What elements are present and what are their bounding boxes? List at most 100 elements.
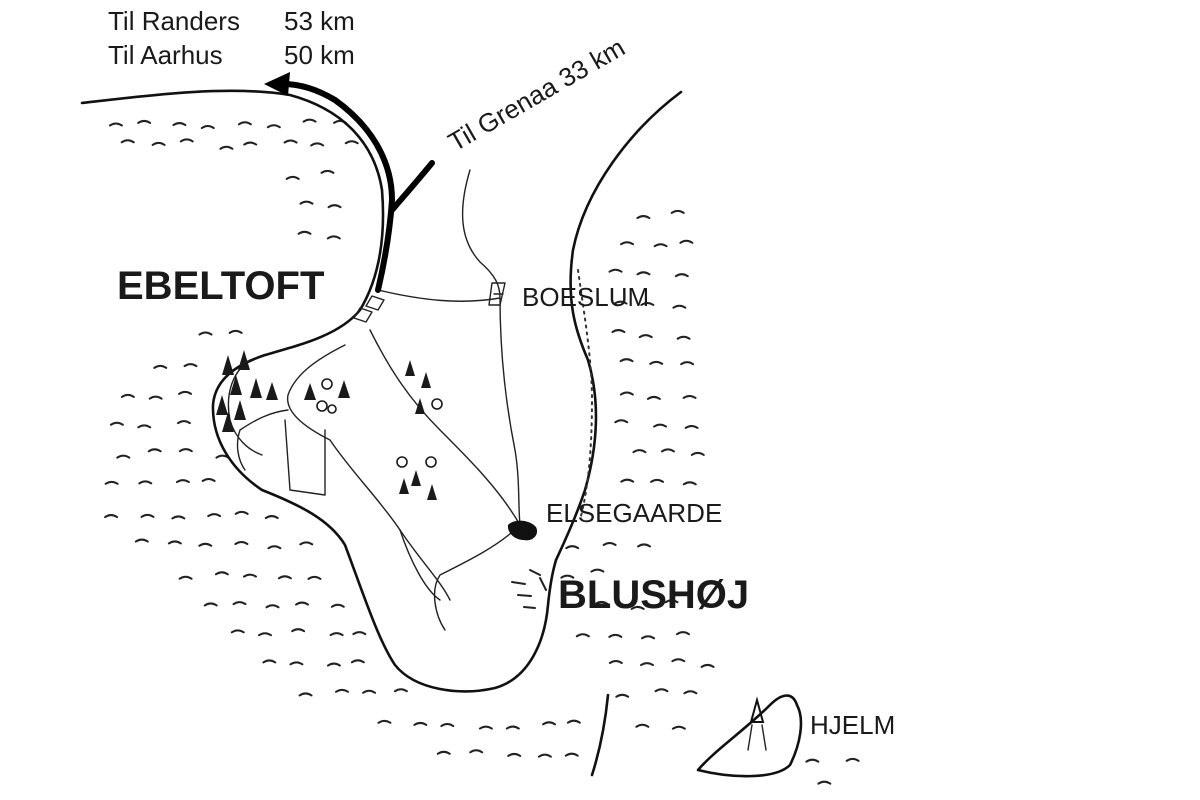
wave-mark [335, 688, 350, 693]
forest-trees [216, 350, 437, 500]
wave-mark [330, 603, 345, 608]
wave-mark [283, 139, 298, 144]
road-elsegaarde-south [433, 524, 521, 631]
wave-mark [564, 752, 579, 757]
hjelm-island-outline [696, 694, 803, 778]
blushoj-mound-hatching [511, 569, 547, 609]
wave-mark [700, 663, 715, 668]
wave-mark [153, 364, 168, 369]
wave-mark [134, 538, 149, 543]
wave-mark [198, 331, 213, 336]
wave-mark [590, 568, 605, 573]
wave-mark [566, 719, 581, 724]
wave-mark [575, 633, 590, 638]
wave-mark [440, 723, 455, 728]
label-randers-distance: 53 km [284, 6, 355, 36]
main-route-to-randers-aarhus [280, 81, 395, 293]
wave-mark [277, 575, 292, 580]
wave-mark [228, 329, 243, 334]
wave-mark [230, 629, 245, 634]
elsegaarde-village-mark [507, 520, 538, 541]
place-label-ebeltoft: EBELTOFT [117, 264, 324, 308]
wave-mark [176, 420, 191, 425]
wave-mark [175, 479, 190, 484]
wave-mark [147, 448, 162, 453]
wave-mark [611, 329, 626, 334]
wave-mark [326, 662, 341, 667]
wave-mark [817, 780, 832, 785]
wave-mark [151, 141, 166, 146]
wave-mark [201, 478, 216, 483]
wave-mark [654, 688, 669, 693]
wave-mark [650, 478, 665, 483]
wave-mark [237, 121, 252, 126]
wave-mark [234, 541, 249, 546]
wave-mark [262, 659, 277, 664]
coastline-east [554, 90, 683, 562]
wave-mark [649, 360, 664, 365]
wave-mark [664, 599, 679, 604]
wave-mark [214, 571, 229, 576]
place-label-hjelm: HJELM [810, 710, 895, 740]
coastline-fragment [590, 693, 610, 777]
wave-mark [183, 363, 198, 368]
wave-mark [640, 301, 655, 306]
wave-mark [615, 693, 630, 698]
wave-mark [179, 138, 194, 143]
wave-mark [377, 719, 392, 724]
wave-mark [299, 541, 314, 546]
wave-mark [680, 361, 695, 366]
wave-mark [638, 334, 653, 339]
wave-mark [327, 204, 342, 209]
wave-mark [676, 335, 691, 340]
wave-mark [291, 628, 306, 633]
wave-mark [167, 540, 182, 545]
wave-mark [478, 725, 493, 730]
wave-mark [641, 635, 656, 640]
wave-mark [362, 689, 377, 694]
wave-mark [326, 235, 341, 240]
wave-mark [329, 632, 344, 637]
wave-mark [805, 758, 820, 763]
wave-mark [672, 304, 687, 309]
wave-mark [542, 721, 557, 726]
wave-mark [285, 175, 300, 180]
wave-mark [295, 601, 310, 606]
hjelm-landmark [747, 696, 767, 751]
wave-mark [560, 574, 575, 579]
wave-mark [203, 602, 218, 607]
wave-mark [537, 753, 552, 758]
place-label-blushoj: BLUSHØJ [558, 573, 749, 617]
coastline-north-bay [80, 89, 558, 693]
wave-mark [670, 209, 685, 214]
wave-mark [178, 575, 193, 580]
wave-mark [690, 451, 705, 456]
wave-mark [267, 545, 282, 550]
wave-mark [660, 448, 675, 453]
wave-mark [413, 721, 428, 726]
wave-mark [109, 421, 124, 426]
road-north-to-boeslum [461, 169, 501, 299]
field-boundary-west [286, 344, 451, 601]
wave-mark [640, 662, 655, 667]
wave-mark [602, 541, 617, 546]
wave-mark [630, 605, 645, 610]
wave-mark [646, 395, 661, 400]
label-til-grenaa: Til Grenaa 33 km [443, 32, 630, 157]
route-arrowhead [264, 72, 290, 96]
wave-mark [140, 513, 155, 518]
wave-mark [178, 448, 193, 453]
wave-mark [683, 690, 698, 695]
route-branch-to-grenaa [389, 160, 435, 213]
wave-mark [350, 659, 365, 664]
wave-mark [137, 119, 152, 124]
wave-mark [137, 424, 152, 429]
wave-mark [120, 393, 135, 398]
wave-mark [845, 757, 860, 762]
wave-mark [297, 230, 312, 235]
wave-mark [636, 215, 651, 220]
wave-mark [636, 271, 651, 276]
dotted-path-east [577, 269, 594, 521]
label-aarhus-distance: 50 km [284, 40, 355, 70]
